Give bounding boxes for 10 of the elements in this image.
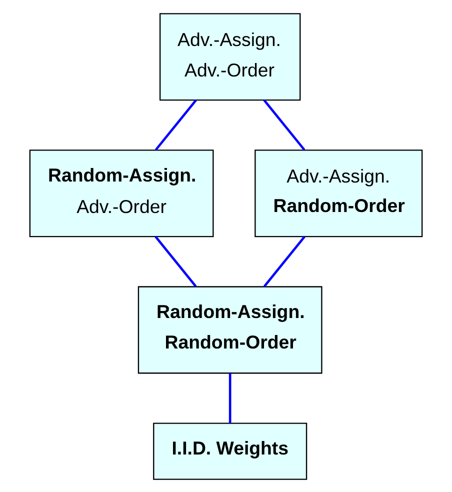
- connector: [154, 98, 197, 150]
- connector: [154, 235, 197, 287]
- node-box: Adv.-Assign. Random-Order: [254, 149, 423, 237]
- node-box: I.I.D. Weights: [153, 422, 308, 480]
- connector: [263, 235, 306, 287]
- node-box: Random-Assign. Random-Order: [138, 286, 322, 374]
- node-box: Adv.-Assign. Adv.-Order: [159, 12, 301, 100]
- connector: [228, 372, 232, 423]
- node-box: Random-Assign. Adv.-Order: [29, 149, 214, 237]
- connector: [263, 98, 306, 150]
